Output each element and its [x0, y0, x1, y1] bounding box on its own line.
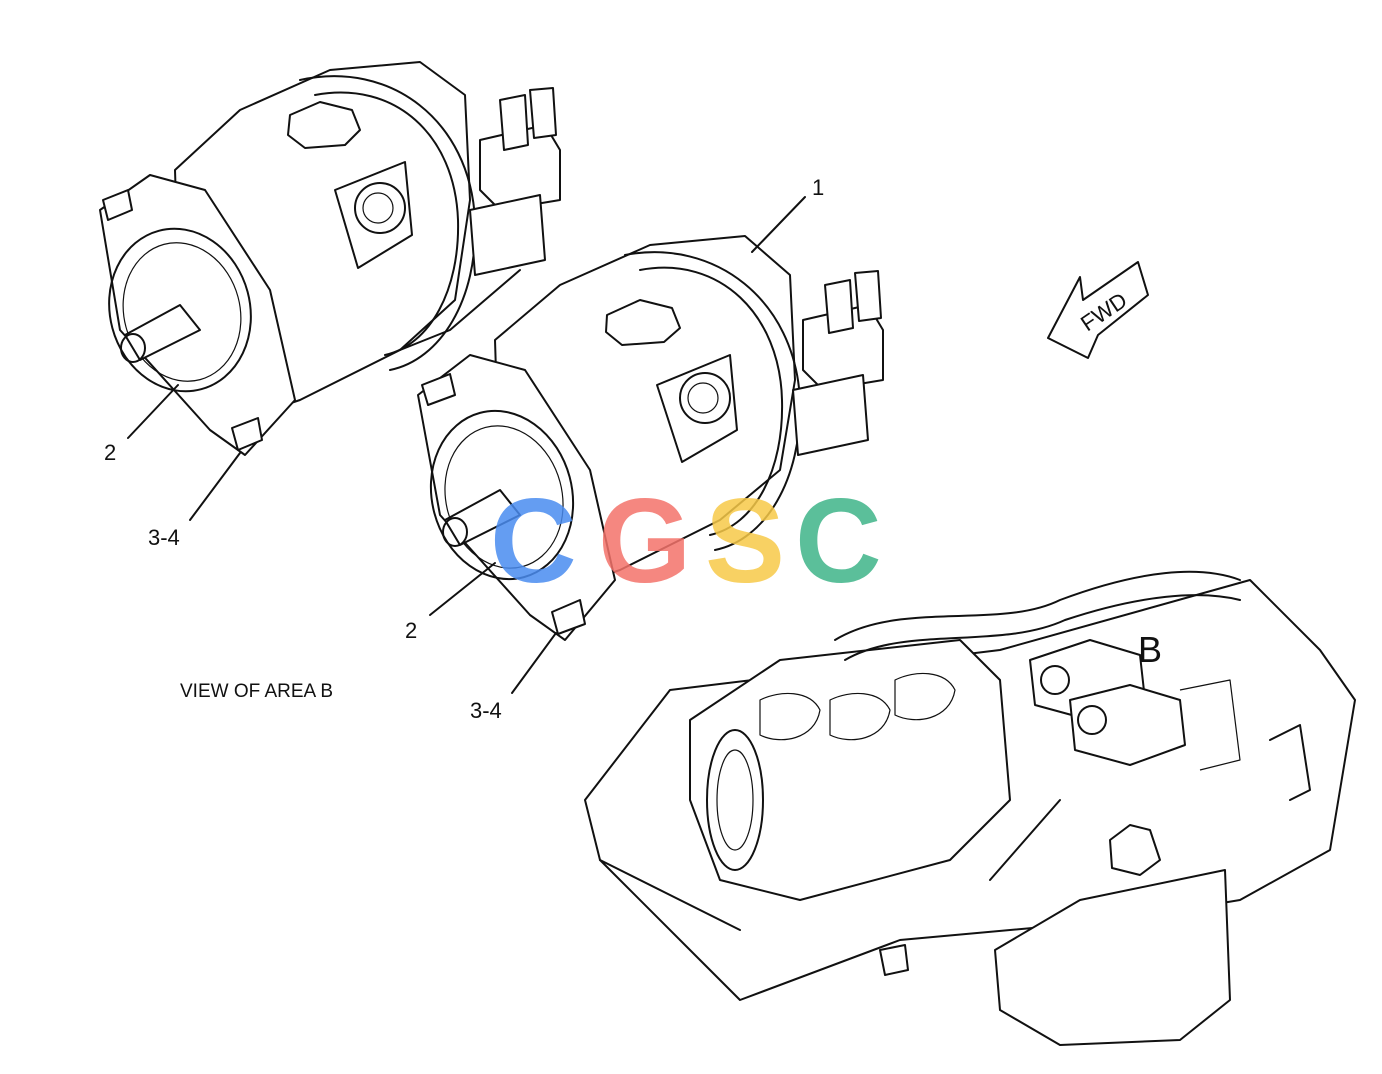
engine-overview — [584, 570, 1356, 1046]
watermark-letter-1: C — [490, 474, 577, 608]
leader-lines — [127, 196, 806, 694]
watermark-letter-2: G — [598, 474, 691, 608]
watermark: C G S C — [490, 474, 882, 608]
lower-pump — [417, 235, 884, 641]
callout-part-1: 1 — [812, 175, 824, 200]
upper-pump — [99, 61, 561, 456]
callout-shaft-upper: 2 — [104, 440, 116, 465]
watermark-letter-4: C — [795, 474, 882, 608]
callout-bolt-lower: 3-4 — [470, 698, 502, 723]
watermark-letter-3: S — [705, 474, 785, 608]
fwd-arrow: FWD — [1047, 261, 1149, 359]
callout-shaft-lower: 2 — [405, 618, 417, 643]
area-marker: B — [1138, 629, 1162, 670]
fwd-label: FWD — [1076, 287, 1132, 336]
callout-bolt-upper: 3-4 — [148, 525, 180, 550]
view-caption: VIEW OF AREA B — [180, 681, 333, 702]
